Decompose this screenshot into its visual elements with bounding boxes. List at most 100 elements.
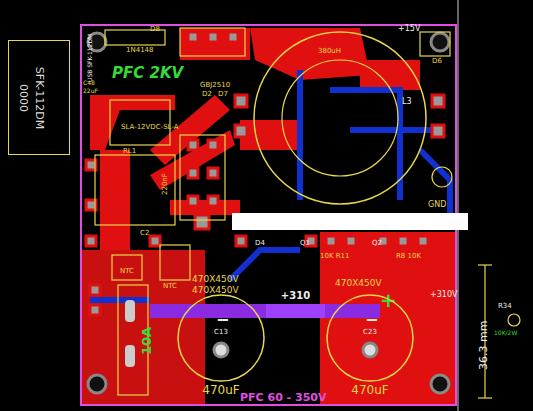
pad <box>195 215 209 229</box>
silk-label: SLA-12VDC-SL-A <box>121 124 179 131</box>
outline-shape <box>325 293 415 383</box>
silk-label: C48 <box>83 80 95 86</box>
pad <box>432 95 444 107</box>
bottom-traces <box>350 127 440 133</box>
silkscreen <box>478 264 492 265</box>
silkscreen <box>160 245 190 280</box>
pad <box>398 236 408 246</box>
power-track <box>266 304 325 318</box>
silkscreen <box>432 167 452 187</box>
silkscreen <box>112 255 142 280</box>
silk-label: D4 <box>255 240 265 247</box>
capacitor-pad <box>363 343 377 357</box>
fuse-holder <box>125 300 135 322</box>
outline-circle <box>327 295 413 381</box>
pad <box>418 236 428 246</box>
silk-label: R8 10K <box>396 253 421 260</box>
pad <box>90 305 100 315</box>
silk-label: PFC 60 - 350V <box>240 392 327 403</box>
pad <box>150 236 160 246</box>
silkscreen <box>508 314 520 326</box>
silkscreen <box>478 397 492 398</box>
pad <box>90 285 100 295</box>
edge-line <box>458 0 459 411</box>
outline-shape <box>176 293 266 383</box>
silk-label: 470X450V <box>192 286 239 295</box>
pad <box>208 140 218 150</box>
silk-label: Q2 <box>372 240 382 247</box>
silk-label: C2 <box>140 230 149 237</box>
copper-pour <box>82 250 205 405</box>
pad <box>188 140 198 150</box>
pad <box>432 125 444 137</box>
silk-label: + <box>380 290 397 310</box>
silk-label: D6 <box>432 58 442 65</box>
redaction-bar <box>232 213 468 230</box>
edge-line <box>458 0 459 411</box>
pad <box>208 168 218 178</box>
silkscreen <box>95 155 175 225</box>
bottom-traces <box>297 70 303 200</box>
silk-label: GND <box>428 201 446 209</box>
silk-label: 22uF <box>83 88 98 94</box>
silkscreen <box>95 28 520 398</box>
silkscreen <box>180 28 245 56</box>
silk-label: RL1 <box>123 148 136 155</box>
pad <box>208 32 218 42</box>
capacitor-outline: C23470uF <box>325 293 415 383</box>
bottom-traces <box>230 250 300 280</box>
part-text: L3 <box>402 98 412 106</box>
mounting-hole <box>88 375 106 393</box>
pad <box>188 32 198 42</box>
mounting-hole <box>431 375 449 393</box>
inductor-outline: L3 <box>252 30 428 206</box>
silk-label: 470X450V <box>335 279 382 288</box>
pad <box>235 95 247 107</box>
silk-label: NTC <box>120 268 134 275</box>
part-text: 470uF <box>202 384 239 396</box>
mounting-hole <box>431 33 449 51</box>
outline-circle <box>178 295 264 381</box>
bottom-traces <box>330 90 400 200</box>
pad <box>86 32 444 315</box>
part-text: C13 <box>214 329 228 336</box>
copper-pour <box>320 232 456 405</box>
silk-label: USB SFK-112DM <box>87 34 93 82</box>
capacitor-outline: C13470uF <box>176 293 266 383</box>
outline-circle <box>282 60 398 176</box>
pad <box>236 236 246 246</box>
pad <box>326 236 336 246</box>
pad <box>346 236 356 246</box>
bottom-traces <box>90 297 150 303</box>
silk-label: D2 <box>202 91 212 98</box>
pad <box>188 196 198 206</box>
silk-label: Q1 <box>300 240 310 247</box>
relay-outline: SFK-112DM0000 <box>8 40 70 155</box>
silk-label: R34 <box>498 303 512 310</box>
outline-circle <box>254 32 426 204</box>
silk-label: PFC 2KV <box>112 66 183 81</box>
pad <box>86 236 96 246</box>
silk-label: 1N4148 <box>126 47 154 54</box>
silk-label: +310V <box>430 291 457 299</box>
pad <box>208 196 218 206</box>
silk-label: 10K/2W <box>494 330 517 336</box>
silk-label: − <box>365 312 378 328</box>
silk-label: − <box>216 312 229 328</box>
net-label: +310 <box>279 290 312 302</box>
pad <box>228 32 238 42</box>
silkscreen <box>180 135 225 220</box>
pad <box>188 168 198 178</box>
silk-label: +15V <box>398 25 420 33</box>
fuse-holder <box>125 345 135 367</box>
silk-label: 380uH <box>318 48 341 55</box>
silk-label: 10A <box>140 327 153 355</box>
silkscreen <box>420 32 450 56</box>
redaction-bar <box>232 213 468 230</box>
silk-label: GBJ2510 <box>200 82 230 89</box>
capacitor-pad <box>214 343 228 357</box>
copper-pour <box>100 150 130 250</box>
outline-shape <box>252 30 428 206</box>
